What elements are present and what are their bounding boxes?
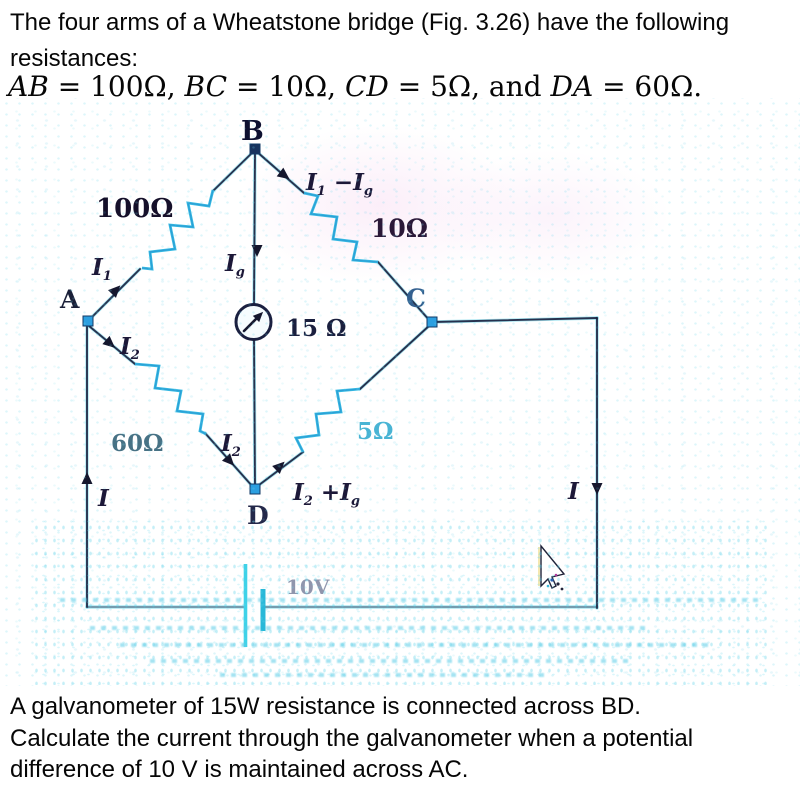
current-label-i2-near-d: I2 — [220, 430, 241, 460]
question-line-2: resistances: — [10, 45, 139, 72]
arrow-i1-minus-ig — [276, 167, 290, 180]
s2: g — [351, 494, 360, 509]
arrow-i-up-left-wire — [81, 472, 93, 484]
ig-sub: g — [236, 265, 245, 280]
current-label-i2-plus-ig: I2 +Ig — [292, 479, 360, 509]
resistor-label-ab: 100Ω — [96, 194, 173, 224]
arrow-ig-down — [251, 245, 263, 257]
i2-sub: 2 — [130, 348, 140, 363]
b2: I — [352, 169, 365, 196]
arrow-i2 — [102, 335, 116, 348]
resistor-CD-zigzag — [293, 387, 361, 453]
resistor-label-bc: 10Ω — [371, 214, 428, 243]
circuit-wires — [86, 150, 598, 609]
current-label-i2: I2 — [119, 333, 140, 363]
op: − — [326, 169, 353, 196]
arrow-i2-into-d — [221, 453, 235, 466]
node-c-dot — [426, 316, 438, 328]
current-label-i1-minus-ig: I1 −Ig — [305, 169, 373, 199]
footer-line-2: Calculate the current through the galvan… — [10, 725, 694, 752]
node-a-dot — [82, 315, 94, 327]
s2: g — [364, 184, 373, 199]
math-seg-eq3: = 5Ω, and — [388, 70, 551, 103]
arrow-i1 — [108, 285, 121, 298]
current-label-ig: Ig — [224, 250, 245, 280]
current-label-i1: I1 — [91, 254, 112, 284]
math-seg-DA: DA — [550, 70, 594, 103]
circuit-nodes — [82, 143, 438, 495]
op: + — [313, 479, 340, 506]
math-seg-BC: BC — [184, 70, 228, 103]
b2: I — [339, 479, 352, 506]
math-seg-eq2: = 10Ω, — [227, 70, 345, 103]
galvanometer-icon — [234, 303, 273, 341]
ig-base: I — [224, 250, 237, 277]
arrow-i-down-right-wire — [591, 483, 603, 495]
node-label-a: A — [59, 285, 80, 314]
node-label-c: C — [406, 284, 426, 313]
resistor-BC-zigzag — [303, 191, 379, 264]
node-label-d: D — [247, 501, 269, 530]
current-arrows — [81, 167, 603, 495]
resistor-AB-zigzag — [141, 189, 215, 271]
math-seg-eq1: = 100Ω, — [48, 70, 185, 103]
node-label-b: B — [241, 116, 264, 147]
footer-line-3: difference of 10 V is maintained across … — [10, 756, 469, 783]
s1: 1 — [317, 184, 326, 199]
question-line-1: The four arms of a Wheatstone bridge (Fi… — [10, 9, 730, 36]
b1: I — [292, 479, 305, 506]
math-seg-eq4: = 60Ω. — [593, 70, 703, 103]
s1: 2 — [303, 494, 313, 509]
i1-base: I — [91, 254, 104, 281]
battery-icon — [243, 564, 266, 647]
question-math-line: AB = 100Ω, BC = 10Ω, CD = 5Ω, and DA = 6… — [8, 70, 702, 103]
resistor-label-cd: 5Ω — [357, 418, 393, 445]
battery-voltage-label: 10V — [286, 575, 330, 599]
galvanometer-resistance-label: 15 Ω — [286, 315, 347, 342]
current-label-i-left: I — [97, 485, 110, 512]
footer-line-1: A galvanometer of 15W resistance is conn… — [10, 693, 641, 720]
math-seg-AB: AB — [8, 70, 49, 103]
current-label-i-right: I — [567, 478, 580, 505]
node-b-dot — [249, 143, 261, 155]
mouse-cursor-icon — [538, 544, 566, 591]
resistor-label-da: 60Ω — [111, 430, 163, 457]
i2d-base: I — [220, 430, 233, 457]
math-seg-CD: CD — [344, 70, 389, 103]
i2d-sub: 2 — [231, 445, 241, 460]
b1: I — [305, 169, 318, 196]
i1-sub: 1 — [103, 269, 112, 284]
node-d-dot — [249, 483, 261, 495]
resistor-DA-zigzag — [134, 362, 207, 436]
arrow-i2-plus-ig — [272, 461, 285, 474]
i2-base: I — [119, 333, 132, 360]
